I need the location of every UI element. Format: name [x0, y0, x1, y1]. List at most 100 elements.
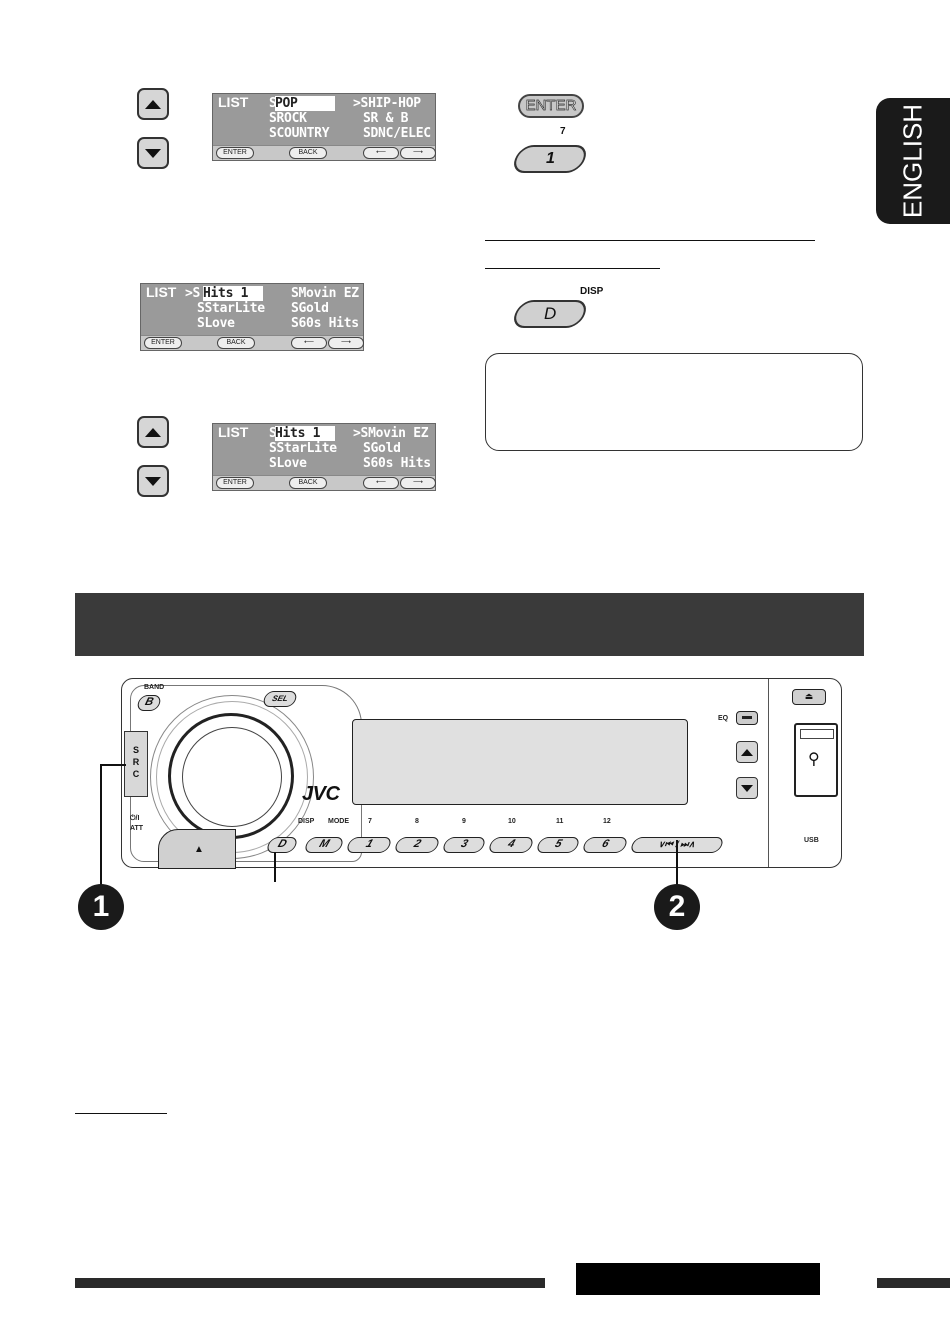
disp-button[interactable]: D	[509, 300, 591, 328]
lcd-item: Gold	[298, 301, 329, 316]
lcd-list-label: LIST	[218, 94, 249, 110]
lcd-item-selected: POP	[275, 96, 335, 111]
preset-button-3[interactable]: 3	[441, 837, 487, 853]
lcd-item: COUNTRY	[276, 126, 330, 141]
up-button[interactable]	[137, 88, 169, 120]
preset-7-label: 7	[560, 126, 566, 137]
section-header-bar	[75, 593, 864, 656]
divider	[485, 240, 815, 241]
usb-label: USB	[804, 837, 819, 844]
right-arrow-icon: ⟶	[400, 147, 436, 159]
lcd-enter-pill: ENTER	[216, 147, 254, 159]
callout-line	[100, 764, 102, 886]
usb-icon: ⚲	[808, 751, 820, 768]
number-label: 12	[603, 818, 611, 825]
lcd-item: ROCK	[276, 111, 307, 126]
down-arrow-icon	[145, 476, 161, 486]
eject-icon: ⏏	[804, 691, 814, 701]
preset-button-4[interactable]: 4	[487, 837, 535, 853]
number-label: 10	[508, 818, 516, 825]
band-label: BAND	[144, 684, 165, 691]
number-label: 9	[462, 818, 466, 825]
number-label: 7	[368, 818, 372, 825]
callout-2: 2	[654, 884, 700, 930]
minus-icon	[742, 716, 752, 719]
enter-button[interactable]: ENTER	[518, 94, 584, 118]
mode-label: MODE	[328, 818, 349, 825]
number-label: 8	[415, 818, 419, 825]
lcd-enter-pill: ENTER	[144, 337, 182, 349]
down-button[interactable]	[137, 137, 169, 169]
callout-line	[676, 840, 678, 886]
down-button[interactable]	[137, 465, 169, 497]
callout-line	[274, 852, 276, 882]
panel-divider	[768, 679, 769, 867]
lcd-item-selected: Hits 1	[203, 286, 263, 301]
preset-button-5[interactable]: 5	[535, 837, 581, 853]
disp-label: DISP	[580, 286, 604, 297]
disp-panel-label: DISP	[298, 818, 315, 825]
lcd-item: R & B	[370, 111, 409, 126]
left-arrow-icon: ⟵	[363, 477, 399, 489]
lcd-item: Movin EZ	[368, 426, 429, 441]
left-arrow-icon: ⟵	[363, 147, 399, 159]
usb-port-cover[interactable]: ⚲	[794, 723, 838, 797]
callout-line	[100, 764, 126, 766]
lcd-back-pill: BACK	[289, 147, 327, 159]
number-label: 11	[556, 818, 564, 825]
eject-button[interactable]: ⏏	[792, 689, 826, 705]
lcd-enter-pill: ENTER	[216, 477, 254, 489]
lcd-item: Movin EZ	[298, 286, 360, 301]
lcd-item: Gold	[370, 441, 401, 456]
panel-down-button[interactable]	[736, 777, 758, 799]
down-arrow-icon	[741, 784, 753, 792]
up-arrow-icon	[145, 99, 161, 109]
up-arrow-icon	[741, 748, 753, 756]
att-label: ATT	[130, 825, 144, 832]
lcd-display-channel-list: LIST >S Hits 1 SStarLite SLove SMovin EZ…	[140, 283, 364, 351]
right-arrow-icon: ⟶	[400, 477, 436, 489]
lcd-display-channel-list-2: LIST S Hits 1 SStarLite SLove >SMovin EZ…	[212, 423, 436, 491]
down-arrow-icon	[145, 148, 161, 158]
lcd-back-pill: BACK	[289, 477, 327, 489]
divider	[485, 268, 660, 269]
preset-1-button[interactable]: 1	[509, 145, 591, 173]
detach-icon: ▲	[194, 844, 204, 855]
language-tab-label: ENGLISH	[897, 103, 928, 219]
display-window	[352, 719, 688, 805]
preset-button-6[interactable]: 6	[581, 837, 629, 853]
eq-button[interactable]	[736, 711, 758, 725]
footer-page-box	[576, 1263, 820, 1295]
lcd-item: DNC/ELEC	[370, 126, 432, 141]
lcd-list-label: LIST	[218, 424, 249, 440]
lcd-item: 60s Hits	[298, 316, 360, 331]
lcd-item-selected: Hits 1	[275, 426, 335, 441]
power-label: ⏻/I	[130, 815, 140, 822]
knob-center	[182, 727, 282, 827]
up-button[interactable]	[137, 416, 169, 448]
lcd-item: Love	[276, 456, 307, 471]
lcd-display-genre-list: LIST S POP SROCK SCOUNTRY >SHIP-HOP SR &…	[212, 93, 436, 161]
right-arrow-icon: ⟶	[328, 337, 364, 349]
panel-up-button[interactable]	[736, 741, 758, 763]
preset-button-1[interactable]: 1	[345, 837, 393, 853]
jvc-logo: JVC	[302, 783, 340, 805]
footer-bar	[75, 1278, 545, 1288]
preset-button-2[interactable]: 2	[393, 837, 441, 853]
callout-1: 1	[78, 884, 124, 930]
lcd-item: 60s Hits	[370, 456, 432, 471]
footer-bar	[877, 1278, 950, 1288]
language-tab: ENGLISH	[876, 98, 950, 224]
up-arrow-icon	[145, 427, 161, 437]
lcd-item: Love	[204, 316, 235, 331]
detach-button[interactable]: ▲	[158, 829, 236, 869]
lcd-item: StarLite	[276, 441, 338, 456]
note-box	[485, 353, 863, 451]
lcd-item: HIP-HOP	[368, 96, 421, 111]
divider	[75, 1113, 167, 1114]
eq-label: EQ	[718, 715, 729, 722]
lcd-prefix: S	[269, 96, 277, 111]
lcd-list-label: LIST	[146, 284, 177, 300]
